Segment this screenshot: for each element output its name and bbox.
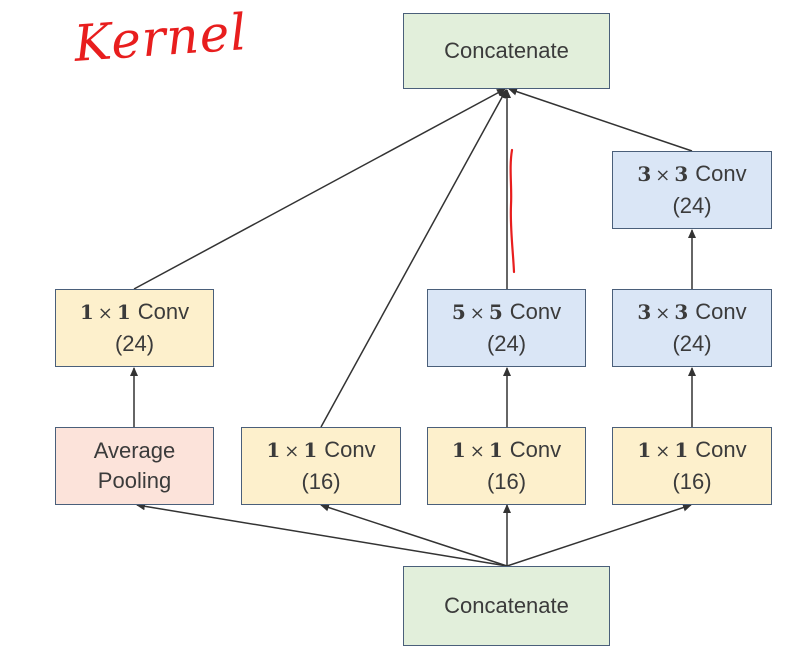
kernel-width: 1 (116, 300, 131, 324)
concatenate-output-label: Concatenate (444, 38, 569, 63)
kernel-width: 1 (674, 438, 689, 462)
channel-count: (16) (486, 469, 527, 494)
kernel-height: 3 (637, 162, 652, 186)
times-sign: × (97, 303, 113, 324)
concatenate-output-node: Concatenate (403, 13, 610, 89)
arrow-branch3-to-concat (508, 87, 693, 152)
arrow-concat-to-branch1-conv (320, 503, 508, 567)
conv-word: Conv (695, 299, 747, 324)
arrow-concat-to-branch3-conv (506, 503, 692, 567)
conv-word: Conv (324, 437, 376, 462)
channel-count: (16) (672, 469, 712, 494)
channel-count: (24) (486, 331, 527, 356)
times-sign: × (284, 441, 300, 462)
channel-count: (24) (672, 193, 712, 218)
conv-word: Conv (509, 299, 562, 324)
arrow-branch1-to-concat (320, 89, 507, 428)
kernel-width: 1 (303, 438, 318, 462)
arrow-concat-to-avgpool (136, 502, 508, 567)
conv-word: Conv (695, 437, 747, 462)
conv-word: Conv (137, 299, 190, 324)
red-pen-stroke (509, 148, 516, 274)
kernel-width: 1 (488, 438, 503, 462)
times-sign: × (469, 303, 485, 324)
conv-word: Conv (695, 161, 747, 186)
kernel-height: 1 (451, 438, 466, 462)
times-sign: × (655, 165, 671, 186)
channel-count: (24) (114, 331, 155, 356)
times-sign: × (469, 441, 485, 462)
conv-word: Conv (509, 437, 562, 462)
kernel-width: 5 (488, 300, 503, 324)
kernel-height: 5 (451, 300, 466, 324)
concatenate-input-label: Concatenate (444, 593, 569, 618)
kernel-height: 1 (637, 438, 652, 462)
kernel-height: 1 (79, 300, 94, 324)
concatenate-input-node: Concatenate (403, 566, 610, 646)
average-pooling-line1: Average (93, 438, 176, 463)
kernel-height: 3 (637, 300, 652, 324)
average-pooling-line2: Pooling (97, 468, 172, 493)
average-pooling-node: Average Pooling (55, 427, 214, 505)
channel-count: (16) (301, 469, 341, 494)
channel-count: (24) (672, 331, 712, 356)
arrow-pool-branch-to-concat (133, 88, 506, 290)
kernel-width: 3 (674, 300, 689, 324)
kernel-height: 1 (266, 438, 281, 462)
handwritten-annotation: Kernel (72, 3, 250, 73)
times-sign: × (655, 303, 671, 324)
kernel-width: 3 (674, 162, 689, 186)
times-sign: × (655, 441, 671, 462)
